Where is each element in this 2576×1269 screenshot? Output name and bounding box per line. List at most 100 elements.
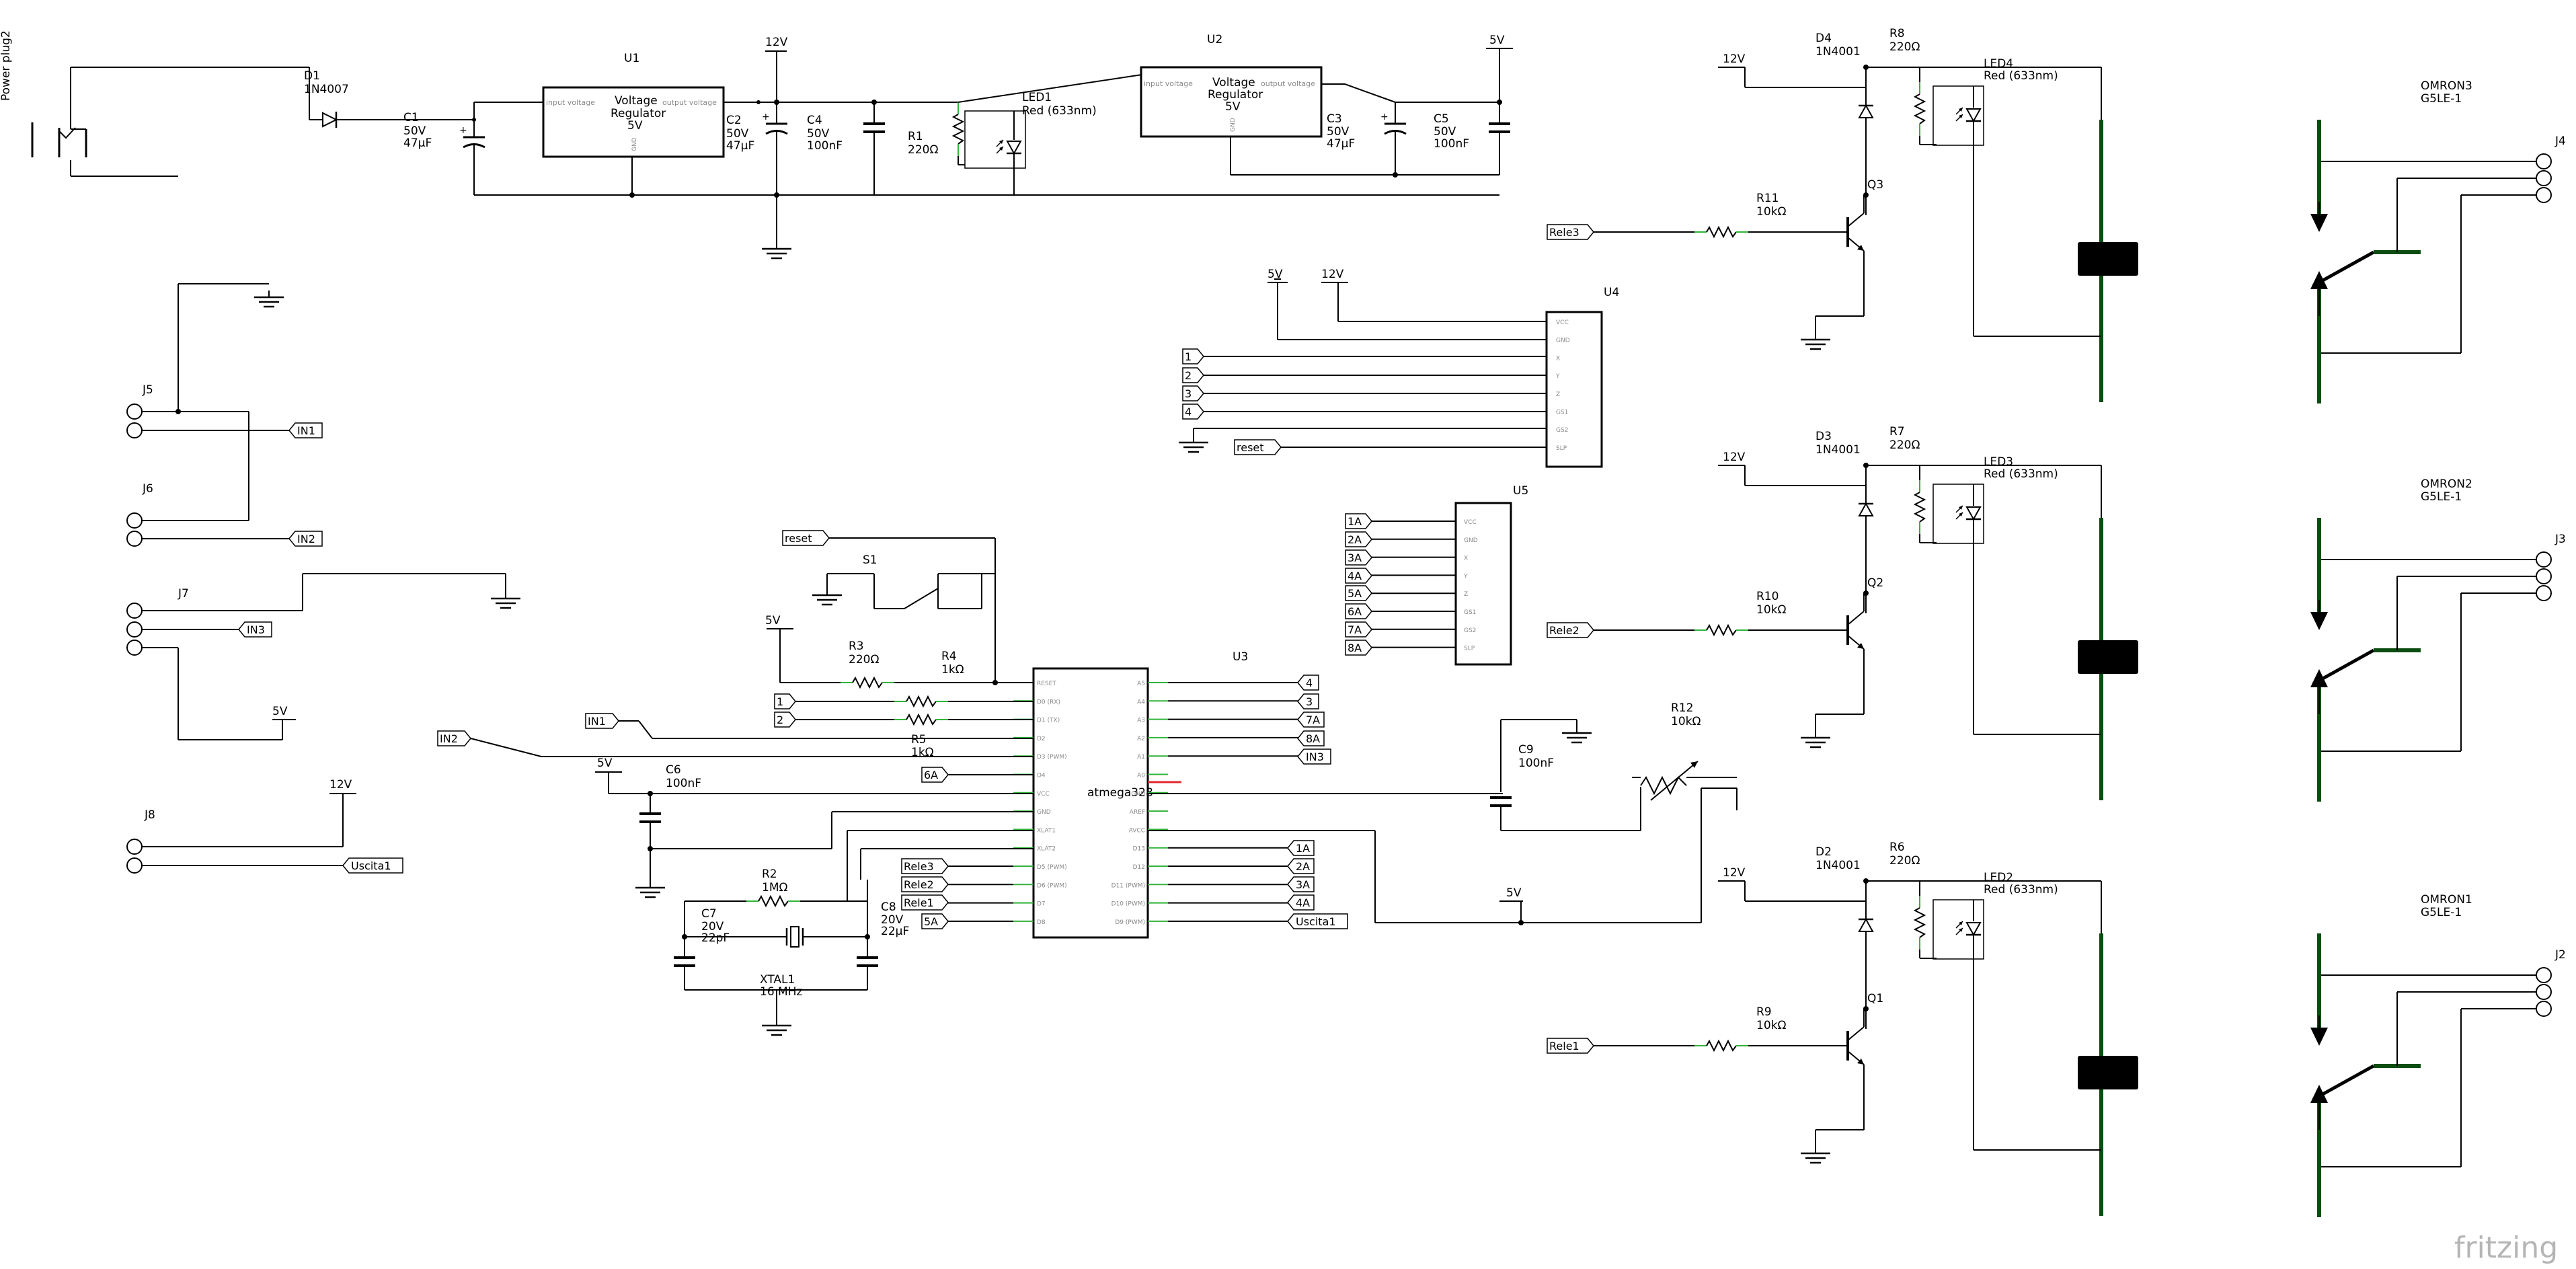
net-label-a4-23: 4A — [1287, 894, 1315, 911]
relay-diode-ref-2: D2 — [1816, 845, 1832, 859]
u3-left-pin-4: D3 (PWM) — [1037, 754, 1067, 761]
net-label-in2-7: IN2 — [437, 730, 471, 746]
c8-volt: 20V — [881, 913, 904, 927]
power-plug: Power plug2 — [0, 30, 309, 177]
r1-ref: R1 — [908, 130, 923, 143]
c2-ref: C2 — [726, 114, 742, 127]
relay-connector-ref-0: J4 — [2554, 134, 2566, 148]
u5pins-pin-3: Y — [1463, 573, 1468, 580]
u1-gnd-pin: GND — [631, 137, 638, 151]
net-label-a5-33: 5A — [1345, 585, 1372, 601]
u3-right-pin-12: D10 (PWM) — [1111, 901, 1145, 908]
r4-ref: R4 — [941, 650, 957, 663]
net-label-text: 4 — [1185, 406, 1192, 418]
c5-ref: C5 — [1434, 112, 1449, 126]
capacitor-c4: C4 50V 100nF — [777, 100, 886, 195]
u3-right-pin-8: AVCC — [1129, 827, 1145, 834]
u3-left-pin-13: D8 — [1037, 919, 1046, 926]
connector-j8: 12V J8 — [126, 778, 356, 874]
u4pins-pin-0: VCC — [1556, 319, 1569, 326]
u3-right-pin-1: A4 — [1137, 699, 1145, 705]
u1-out-pin: output voltage — [662, 98, 717, 107]
relay-rb-value-1: 10kΩ — [1756, 603, 1786, 617]
r3-ref: R3 — [849, 640, 864, 653]
relay-r-value-0: 220Ω — [1889, 40, 1920, 54]
u2-out-pin: output voltage — [1261, 79, 1315, 88]
c1-volt: 50V — [403, 124, 426, 138]
relay-12v-label-2: 12V — [1723, 866, 1746, 880]
u2-in-pin: input voltage — [1144, 79, 1193, 88]
crystal-circuit: R2 1MΩ C7 20V 22pF XTAL1 16 MHz C8 20V 2… — [674, 830, 1033, 1036]
c5-cap: 100nF — [1434, 137, 1469, 151]
net-label-text: Rele2 — [1549, 624, 1579, 637]
net-label-in1-0: IN1 — [288, 422, 323, 438]
resistor-r4: R4 1kΩ — [795, 650, 1033, 707]
relay-led-ref-0: LED4 — [1984, 57, 2013, 71]
j5-label: J5 — [142, 383, 153, 397]
relay-rb-ref-1: R10 — [1756, 590, 1779, 603]
relay-diode-value-1: 1N4001 — [1816, 443, 1861, 457]
j8-12v-label: 12V — [329, 778, 352, 792]
net-label-uscita1-24: Uscita1 — [1287, 913, 1348, 929]
net-label-text: 1A — [1296, 842, 1310, 855]
net-label-text: 2A — [1296, 860, 1310, 873]
u4pins-pin-3: Y — [1555, 373, 1560, 380]
net-label-a5-14: 5A — [921, 913, 949, 929]
u5pins-pin-0: VCC — [1464, 519, 1477, 526]
u1-volt: 5V — [627, 119, 643, 132]
net-label-a8-36: 8A — [1345, 640, 1372, 656]
capacitor-c1: C1 50V 47µF — [403, 111, 486, 195]
net-label-in3-2: IN3 — [238, 621, 272, 638]
c5-volt: 50V — [1434, 125, 1456, 139]
u4-5v-label: 5V — [1267, 268, 1283, 281]
net-label-rele2-38: Rele2 — [1547, 622, 1594, 638]
r3-value: 220Ω — [849, 653, 879, 666]
net-label-text: 1 — [777, 695, 783, 708]
c3-ref: C3 — [1327, 112, 1342, 126]
u5pins-pin-5: GS1 — [1464, 609, 1476, 616]
net-label-n2-9: 2 — [774, 712, 796, 728]
u3-right-pin-2: A3 — [1137, 718, 1145, 724]
net-label-a7-17: 7A — [1297, 712, 1325, 728]
relay-12v-label-1: 12V — [1723, 451, 1746, 464]
resistor-r1: R1 220Ω — [874, 102, 964, 165]
u3-right-pin-4: A1 — [1137, 754, 1145, 761]
u3-right-pin-7: AREF — [1130, 809, 1145, 816]
net-label-text: IN1 — [588, 715, 606, 728]
net-label-reset-4: reset — [782, 530, 830, 546]
u2-gnd-pin: GND — [1230, 118, 1237, 132]
net-label-n4-28: 4 — [1182, 403, 1204, 420]
relay-r-value-2: 220Ω — [1889, 854, 1920, 868]
net-label-text: 1 — [1185, 350, 1192, 363]
net-label-text: 4A — [1348, 570, 1362, 582]
u3-left-pin-5: D4 — [1037, 773, 1046, 779]
u4pins-pin-2: X — [1556, 355, 1560, 362]
relay-r-ref-2: R6 — [1889, 841, 1905, 854]
capacitor-c2: C2 50V 47µF — [726, 100, 760, 153]
r2-ref: R2 — [762, 868, 777, 881]
net-label-a2-21: 2A — [1287, 858, 1315, 874]
u4pins-pin-6: GS2 — [1556, 427, 1568, 434]
net-label-rele1-13: Rele1 — [901, 894, 949, 911]
net-label-a1-20: 1A — [1287, 840, 1315, 856]
net-label-text: 2 — [777, 714, 783, 726]
u3-right-pin-11: D11 (PWM) — [1111, 882, 1145, 889]
relay-rb-ref-0: R11 — [1756, 192, 1779, 205]
u3-right-pin-9: D13 — [1133, 846, 1145, 853]
relay-transistor-ref-0: Q3 — [1867, 178, 1883, 192]
capacitor-c4-electrolytic — [760, 102, 793, 260]
net-label-text: 4 — [1306, 677, 1313, 689]
net-label-text: IN3 — [1306, 751, 1324, 763]
net-label-a8-18: 8A — [1297, 730, 1325, 746]
connector-j7: 5V J7 — [126, 573, 522, 740]
c9-ref: C9 — [1518, 743, 1534, 757]
u3-left-pin-1: D0 (RX) — [1037, 699, 1060, 705]
net-label-a2-30: 2A — [1345, 531, 1372, 547]
net-label-n3-16: 3 — [1297, 693, 1319, 709]
relay-omron-ref-0: OMRON3 — [2421, 79, 2472, 93]
u3-right-pin-10: D12 — [1133, 864, 1145, 871]
u3-ref: U3 — [1233, 650, 1248, 664]
r2-value: 1MΩ — [762, 881, 787, 894]
